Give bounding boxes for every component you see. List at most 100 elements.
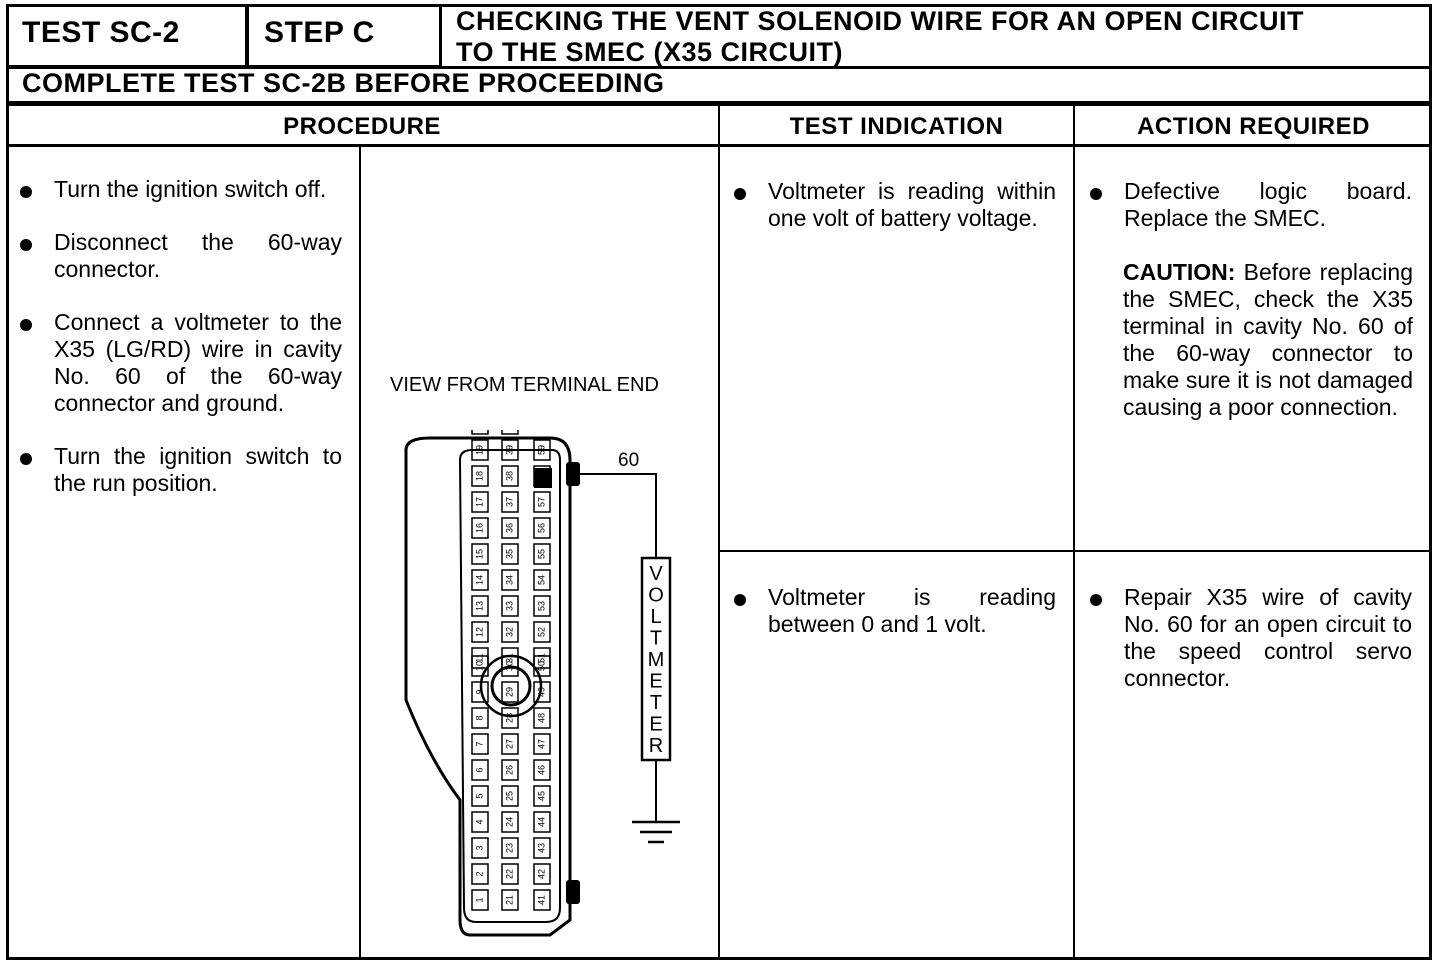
cavity-48 (533, 707, 551, 729)
test-lead-wire (580, 473, 657, 558)
cavity-number: 49 (536, 687, 546, 697)
cavity-number: 36 (504, 523, 514, 533)
connector-face (458, 449, 561, 923)
voltmeter-letter: E (649, 714, 662, 736)
cavity-15 (471, 543, 489, 565)
cavity-number: 10 (474, 661, 484, 671)
procedure-divider (359, 146, 361, 960)
cavity-10 (471, 655, 489, 677)
procedure-step: Disconnect the 60-way connector. (20, 229, 342, 283)
cavity-number: 17 (474, 497, 484, 507)
voltmeter-letter: L (650, 606, 661, 628)
cavity-number: 39 (504, 445, 514, 455)
cavity-number: 44 (536, 817, 546, 827)
cavity-24 (501, 811, 519, 833)
step-label: STEP C (264, 16, 375, 49)
cavity-54 (533, 569, 551, 591)
procedure-column-header: PROCEDURE (283, 113, 441, 140)
cavity-number: 58 (536, 471, 546, 481)
connector-center-ring-inner (490, 665, 532, 707)
cavity-number: 52 (536, 627, 546, 637)
cavity-number: 24 (504, 817, 514, 827)
cavity-number: 46 (536, 765, 546, 775)
cavity-number: 16 (474, 523, 484, 533)
cavity-number: 48 (536, 713, 546, 723)
cavity-41 (533, 889, 551, 911)
cavity-52 (533, 621, 551, 643)
cavity-19 (471, 439, 489, 461)
cavity-number: 41 (536, 895, 546, 905)
cavity-53 (533, 595, 551, 617)
cavity-number: 7 (474, 741, 484, 746)
cavity-number: 51 (536, 653, 546, 663)
cavity-number: 25 (504, 791, 514, 801)
cavity-number: 33 (504, 601, 514, 611)
wire-cavity-label: 60 (618, 450, 639, 471)
cavity-number: 56 (536, 523, 546, 533)
cavity-grid-bottom: 1234567891021222324252627282930414243444… (471, 655, 551, 911)
caution-label: CAUTION: (1123, 259, 1236, 285)
procedure-step-list: Turn the ignition switch off. Disconnect… (20, 176, 342, 523)
cavity-18 (471, 465, 489, 487)
cavity-9 (471, 681, 489, 703)
cavity-29 (501, 681, 519, 703)
cavity-number: 2 (474, 871, 484, 876)
cavity-40 (501, 430, 519, 435)
diagram-caption: VIEW FROM TERMINAL END (390, 374, 659, 396)
cavity-22 (501, 863, 519, 885)
connector-wiring-diagram: 1112131415161718192031323334353637383940… (404, 430, 680, 937)
cavity-20 (471, 430, 489, 435)
cavity-number: 45 (536, 791, 546, 801)
cavity-44 (533, 811, 551, 833)
cavity-45 (533, 785, 551, 807)
cavity-number: 18 (474, 471, 484, 481)
page-title-line2: TO THE SMEC (X35 CIRCUIT) (456, 37, 844, 67)
col-divider-2 (1073, 103, 1075, 960)
cavity-1 (471, 889, 489, 911)
voltmeter-letter: M (648, 649, 665, 671)
cavity-number: 15 (474, 549, 484, 559)
cavity-57 (533, 491, 551, 513)
cavity-number: 21 (504, 895, 514, 905)
cavity-number: 26 (504, 765, 514, 775)
cavity-number: 6 (474, 767, 484, 772)
cavity-47 (533, 733, 551, 755)
voltmeter-letter: E (649, 671, 662, 693)
cavity-43 (533, 837, 551, 859)
cavity-25 (501, 785, 519, 807)
result-row-divider (718, 550, 1432, 552)
voltmeter-letter: V (649, 563, 663, 585)
indication-list-2: Voltmeter is reading between 0 and 1 vol… (734, 584, 1056, 664)
cavity-number: 50 (536, 661, 546, 671)
action-required-1: Defective logic board. Replace the SMEC. (1090, 178, 1412, 232)
cavity-number: 57 (536, 497, 546, 507)
cavity-6 (471, 759, 489, 781)
cavity-number: 23 (504, 843, 514, 853)
test-id-label: TEST SC-2 (22, 16, 180, 49)
cavity-23 (501, 837, 519, 859)
cavity-number: 27 (504, 739, 514, 749)
procedure-step: Connect a voltmeter to the X35 (LG/RD) w… (20, 309, 342, 417)
cavity-3 (471, 837, 489, 859)
cavity-number: 9 (474, 689, 484, 694)
cavity-number: 35 (504, 549, 514, 559)
cavity-number: 13 (474, 601, 484, 611)
cavity-number: 12 (474, 627, 484, 637)
voltmeter-letter: R (649, 735, 663, 757)
cavity-56 (533, 517, 551, 539)
cavity-number: 55 (536, 549, 546, 559)
procedure-step: Turn the ignition switch off. (20, 176, 342, 203)
cavity-16 (471, 517, 489, 539)
cavity-number: 32 (504, 627, 514, 637)
cavity-34 (501, 569, 519, 591)
latch-block-bottom (566, 880, 580, 904)
cavity-46 (533, 759, 551, 781)
cavity-number: 14 (474, 575, 484, 585)
cavity-60 (534, 468, 552, 488)
cavity-5 (471, 785, 489, 807)
caution-text: Before replacing the SMEC, check the X35… (1123, 259, 1413, 420)
voltmeter-letter: O (648, 585, 664, 607)
cavity-number: 5 (474, 793, 484, 798)
cavity-4 (471, 811, 489, 833)
